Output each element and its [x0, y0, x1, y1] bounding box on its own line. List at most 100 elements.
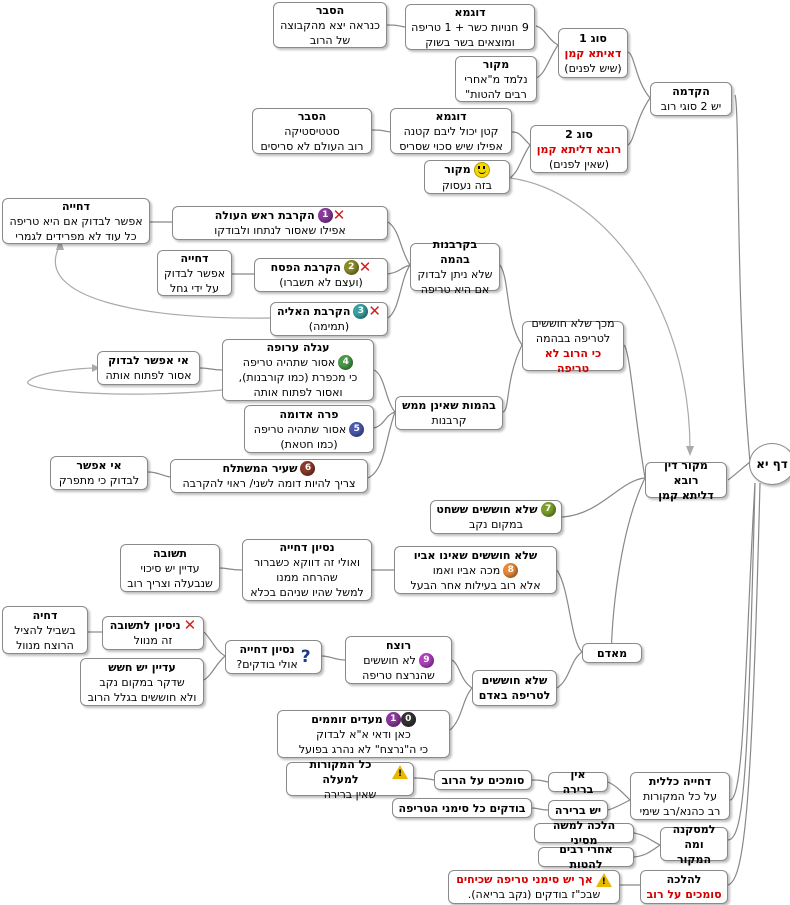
node-text: על ידי גחל	[169, 281, 220, 295]
x-icon: ✕	[183, 616, 197, 634]
node-title-2: ומה המקור	[676, 837, 711, 866]
node-title: שלא חוששים שאינו אביו	[413, 548, 538, 562]
node-answer-attempt[interactable]: ✕ניסיון לתשובה זה מנוול	[102, 616, 204, 650]
node-text: קרבנות	[431, 414, 467, 427]
node-text: אלא רוב בעילות אחר הבעל	[410, 578, 541, 592]
node-text: 9 חנויות כשר + 1 טריפה	[411, 20, 529, 34]
node-title: תשובה	[153, 546, 187, 560]
node-has-choice[interactable]: יש ברירה	[548, 800, 608, 820]
node-text: במקום נקב	[469, 518, 523, 531]
node-text: נלמד מ"אחרי	[464, 72, 528, 86]
node-title: סוג 1	[579, 31, 607, 45]
node-title: סומכים על הרוב	[441, 773, 525, 787]
node-text: כל עוד לא מפרידים לגמרי	[15, 229, 137, 243]
node-title: שלא חוששים	[481, 674, 548, 687]
number-8-icon: 8	[503, 562, 519, 578]
node-title: הקרבת האליה	[277, 305, 351, 318]
node-row: מקור	[444, 161, 490, 178]
status-icons: ✕3	[353, 304, 381, 319]
node-title: הקרבת ראש העולה	[214, 209, 315, 222]
node-title: שעיר המשתלח	[222, 462, 298, 475]
node-text: לא חוששים	[363, 653, 416, 667]
node-title: דוגמא	[454, 5, 486, 19]
node-text: רוב העולם לא סריסים	[260, 139, 364, 153]
node-no-choice[interactable]: אין ברירה	[548, 768, 608, 796]
root-node[interactable]: דף יא	[749, 443, 790, 485]
node-moshe[interactable]: הלכה למשה מסיני	[534, 819, 634, 847]
node-text: יש 2 סוגי רוב	[660, 100, 722, 113]
node-text: כאן ודאי א"א לבדוק	[316, 727, 411, 741]
node-title: נסיון דחייה	[279, 541, 335, 554]
node-human[interactable]: מאדם	[582, 643, 642, 663]
node-text: שדקר במקום נקב	[99, 675, 185, 689]
node-text: מכך שלא חוששים	[531, 317, 615, 330]
node-check-signs[interactable]: בודקים כל סימני הטריפה	[392, 798, 532, 818]
node-text: אפילו שיש סכוי שסריס	[399, 139, 503, 153]
node-text: אסור שתהיה טריפה	[253, 422, 347, 436]
node-text: אסור לפתוח אותה	[105, 369, 192, 382]
node-row: !כל המקורות למעלה	[292, 757, 408, 787]
node-text: (שיש לפנים)	[564, 61, 622, 75]
warning-icon: !	[392, 764, 408, 779]
node-text: לבדוק כי מתפרק	[58, 474, 140, 487]
node-title: סוג 2	[565, 127, 593, 141]
node-rely-majority[interactable]: סומכים על הרוב	[434, 770, 532, 790]
node-title: ניסיון לתשובה	[109, 619, 181, 632]
node-title: עגלה ערופה	[266, 341, 330, 354]
node-title: מקור דין רובא	[664, 458, 708, 487]
smiley-icon	[473, 161, 490, 178]
node-text: בשביל להציל	[14, 623, 76, 637]
node-title: אי אפשר	[76, 459, 122, 472]
x-icon: ✕	[332, 206, 346, 224]
node-text: (תמימה)	[308, 320, 350, 333]
node-seir-note[interactable]: אי אפשר לבדוק כי מתפרק	[50, 456, 148, 490]
node-text: כנראה יצא מהקבוצה	[280, 18, 380, 32]
number-5-icon: 5	[349, 421, 365, 437]
node-after-many[interactable]: אחרי רבים להטות	[538, 843, 634, 871]
node-title: דחייה	[61, 199, 91, 213]
node-highlight: כי הרוב לא טריפה	[544, 347, 602, 375]
number-6-icon: 6	[300, 461, 316, 476]
node-text: זה מנוול	[133, 634, 173, 647]
